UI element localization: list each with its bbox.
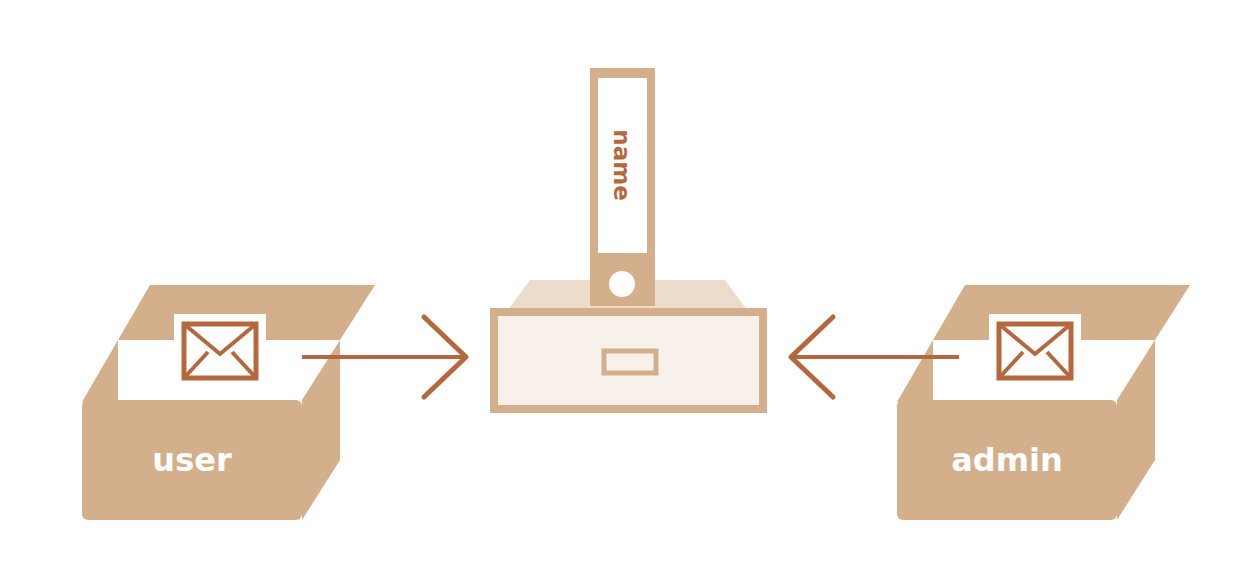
cabinet-node: name	[490, 68, 767, 413]
box-node: admin	[897, 400, 1117, 520]
box-node: user	[82, 400, 302, 520]
arrow-line	[791, 355, 959, 359]
arrow-connector	[791, 317, 959, 397]
arrow-line	[302, 355, 466, 359]
arrow-head	[791, 317, 833, 397]
box-user	[82, 285, 375, 520]
binder-label: name	[609, 129, 635, 200]
box-label: user	[152, 441, 231, 479]
file-cabinet	[494, 68, 763, 409]
box-label: admin	[951, 441, 1063, 479]
arrow-connector	[302, 317, 466, 397]
box-admin	[897, 285, 1190, 520]
arrow-head	[424, 317, 466, 397]
